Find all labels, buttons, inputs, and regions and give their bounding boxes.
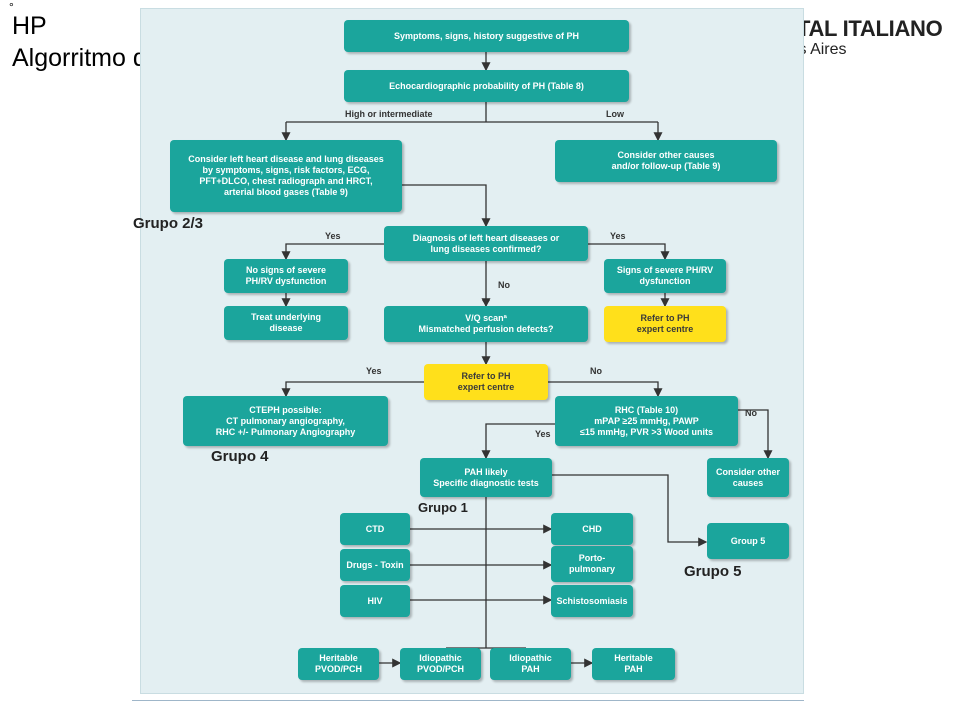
node-drugs-toxin: Drugs - Toxin	[340, 549, 410, 581]
label-no-other: No	[745, 408, 757, 418]
group-label-4: Grupo 4	[211, 448, 269, 465]
node-symptoms: Symptoms, signs, history suggestive of P…	[344, 20, 629, 52]
node-schistosomiasis: Schistosomiasis	[551, 585, 633, 617]
node-chd: CHD	[551, 513, 633, 545]
label-no-rhc: No	[590, 366, 602, 376]
group-label-2-3: Grupo 2/3	[133, 215, 204, 232]
slide-bullet: °	[9, 0, 14, 14]
label-high-intermediate: High or intermediate	[345, 109, 433, 119]
node-rhc: RHC (Table 10) mPAP ≥25 mmHg, PAWP ≤15 m…	[555, 396, 738, 446]
label-yes-cteph: Yes	[366, 366, 382, 376]
node-no-severe-dysfunction: No signs of severe PH/RV dysfunction	[224, 259, 348, 293]
node-pah-likely: PAH likely Specific diagnostic tests	[420, 458, 552, 497]
node-echo-probability: Echocardiographic probability of PH (Tab…	[344, 70, 629, 102]
label-no-vq: No	[498, 280, 510, 290]
node-heritable-pvod: Heritable PVOD/PCH	[298, 648, 379, 680]
group-label-1: Grupo 1	[418, 500, 468, 515]
node-refer-expert-2: Refer to PH expert centre	[424, 364, 548, 400]
node-refer-expert-1: Refer to PH expert centre	[604, 306, 726, 342]
node-severe-dysfunction: Signs of severe PH/RV dysfunction	[604, 259, 726, 293]
node-diagnosis-confirmed: Diagnosis of left heart diseases or lung…	[384, 226, 588, 261]
node-hiv: HIV	[340, 585, 410, 617]
node-cteph-possible: CTEPH possible: CT pulmonary angiography…	[183, 396, 388, 446]
node-vq-scan: V/Q scanª Mismatched perfusion defects?	[384, 306, 588, 342]
label-yes-right: Yes	[610, 231, 626, 241]
node-ctd: CTD	[340, 513, 410, 545]
node-group5: Group 5	[707, 523, 789, 559]
node-treat-underlying: Treat underlying disease	[224, 306, 348, 340]
slide-title-line1: HP	[12, 12, 47, 40]
node-idiopathic-pvod: Idiopathic PVOD/PCH	[400, 648, 481, 680]
node-heritable-pah: Heritable PAH	[592, 648, 675, 680]
node-other-causes-followup: Consider other causes and/or follow-up (…	[555, 140, 777, 182]
node-consider-left-heart: Consider left heart disease and lung dis…	[170, 140, 402, 212]
node-portopulmonary: Porto- pulmonary	[551, 546, 633, 582]
node-idiopathic-pah: Idiopathic PAH	[490, 648, 571, 680]
node-consider-other-causes: Consider other causes	[707, 458, 789, 497]
label-yes-left: Yes	[325, 231, 341, 241]
bottom-divider	[132, 700, 804, 701]
label-yes-pah: Yes	[535, 429, 551, 439]
label-low: Low	[606, 109, 624, 119]
group-label-5: Grupo 5	[684, 563, 742, 580]
